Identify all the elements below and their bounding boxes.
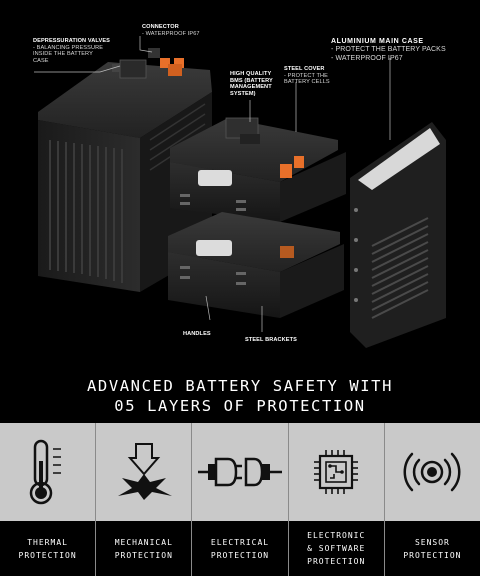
callout-aluminium-main-case: ALUMINIUM MAIN CASE - PROTECT THE BATTER… — [331, 38, 446, 62]
layer-label-line: PROTECTION — [18, 550, 77, 560]
thermometer-icon — [29, 439, 61, 505]
layer-label-line: PROTECTION — [114, 550, 173, 560]
layer-label-line: PROTECTION — [307, 557, 366, 566]
callout-bms: HIGH QUALITY BMS (BATTERY MANAGEMENT SYS… — [230, 71, 273, 97]
plug-icon — [198, 457, 282, 487]
callout-depressuration-valves: DEPRESSURATION VALVES - BALANCING PRESSU… — [33, 38, 111, 64]
lower-battery-pack — [168, 212, 344, 318]
layer-label-line: SENSOR — [414, 537, 450, 547]
upper-battery-pack — [170, 117, 346, 222]
aluminium-side-plate — [350, 122, 446, 348]
callout-steel-cover: STEEL COVER - PROTECT THE BATTERY CELLS — [284, 66, 330, 86]
headline-line-2: 05 LAYERS OF PROTECTION — [114, 397, 366, 415]
layer-label-line: THERMAL — [27, 537, 68, 547]
exploded-battery-illustration: DEPRESSURATION VALVES - BALANCING PRESSU… — [33, 24, 446, 348]
headline: ADVANCED BATTERY SAFETY WITH 05 LAYERS O… — [0, 376, 480, 416]
connector-orange — [148, 48, 184, 76]
layer-label-line: MECHANICAL — [114, 537, 173, 547]
callout-handles: HANDLES — [183, 331, 211, 337]
layer-label-line: PROTECTION — [403, 550, 462, 560]
headline-line-1: ADVANCED BATTERY SAFETY WITH — [86, 377, 394, 395]
callout-connector: CONNECTOR - WATERPROOF IP67 — [142, 24, 200, 37]
callout-lines — [34, 36, 391, 332]
layer-electronic-software: ELECTRONIC & SOFTWARE PROTECTION — [288, 423, 385, 576]
layer-sensor: SENSOR PROTECTION — [384, 423, 480, 576]
layer-mechanical: MECHANICAL PROTECTION — [96, 423, 193, 576]
sensor-icon — [403, 452, 461, 492]
layer-electrical: ELECTRICAL PROTECTION — [192, 423, 289, 576]
chip-icon — [314, 450, 359, 494]
layer-label-line: ELECTRONIC — [307, 531, 366, 540]
impact-icon — [117, 443, 172, 500]
layer-label-line: ELECTRICAL — [210, 537, 270, 547]
callout-steel-brackets: STEEL BRACKETS — [245, 337, 297, 343]
layer-label-line: & SOFTWARE — [307, 544, 366, 553]
protection-layers-grid: THERMAL PROTECTION MECHANICAL PROTECTION — [0, 423, 480, 576]
layer-thermal: THERMAL PROTECTION — [0, 423, 97, 576]
layer-label-line: PROTECTION — [210, 550, 270, 560]
battery-exploded-view-graphic — [34, 36, 446, 348]
